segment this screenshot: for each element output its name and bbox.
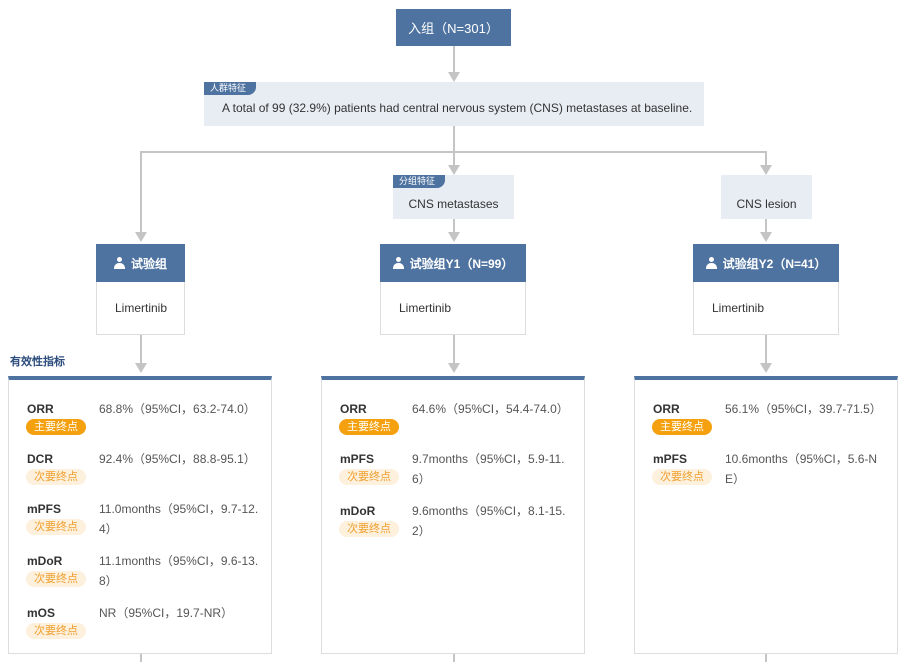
enrollment-box: 入组（N=301） [396, 9, 511, 46]
metric-value-line2: 4） [99, 522, 118, 536]
connector-tail-3 [765, 654, 767, 662]
metric-name: DCR [27, 452, 53, 466]
group-header-3: 试验组Y2（N=41） [693, 244, 839, 282]
subgroup-label: CNS metastases [408, 197, 499, 211]
metric-value: 64.6%（95%CI，54.4-74.0） [412, 399, 569, 419]
metric-row-dcr: DCR 次要终点 92.4%（95%CI，88.8-95.1） [23, 452, 265, 496]
metric-value-line2: 2） [412, 524, 431, 538]
metric-name: mDoR [27, 554, 63, 568]
metric-value: 68.8%（95%CI，63.2-74.0） [99, 399, 256, 419]
metrics-list: ORR 主要终点 64.6%（95%CI，54.4-74.0） mPFS 次要终点 9.7… [336, 402, 578, 653]
metric-value-line2: E） [725, 472, 746, 486]
endpoint-badge: 次要终点 [26, 623, 86, 639]
metric-row-mos: mOS 次要终点 NR（95%CI，19.7-NR） [23, 606, 265, 650]
metric-row-orr: ORR 主要终点 68.8%（95%CI，63.2-74.0） [23, 402, 265, 446]
endpoint-badge: 次要终点 [26, 571, 86, 587]
population-text: A total of 99 (32.9%) patients had centr… [222, 101, 693, 115]
user-icon [113, 257, 125, 269]
drug-name: Limertinib [115, 301, 168, 315]
metric-row-mpfs: mPFS 次要终点 11.0months（95%CI，9.7-12. 4） [23, 502, 265, 546]
user-icon [392, 257, 404, 269]
endpoint-badge: 次要终点 [339, 521, 399, 537]
enrollment-label: 入组（N=301） [408, 21, 499, 36]
population-tag: 人群特征 [204, 82, 257, 95]
user-icon [705, 257, 717, 269]
metric-name: ORR [340, 402, 367, 416]
metrics-list: ORR 主要终点 56.1%（95%CI，39.7-71.5） mPFS 次要终点 10.… [649, 402, 891, 653]
subgroup-box-cns-lesion: CNS lesion [721, 175, 812, 219]
drug-name: Limertinib [712, 301, 765, 315]
endpoint-badge: 主要终点 [652, 419, 712, 435]
endpoint-badge: 次要终点 [339, 469, 399, 485]
metric-value: 11.1months（95%CI，9.6-13. 8） [99, 551, 258, 591]
subgroup-label: CNS lesion [736, 197, 797, 211]
endpoint-badge: 次要终点 [26, 469, 86, 485]
group-header-1: 试验组 [96, 244, 185, 282]
group-header-2: 试验组Y1（N=99） [380, 244, 526, 282]
metric-value-line1: 9.7months（95%CI，5.9-11. [412, 452, 565, 466]
metric-value: 9.7months（95%CI，5.9-11. 6） [412, 449, 565, 489]
metric-name: mPFS [27, 502, 62, 516]
metric-value-line1: 9.6months（95%CI，8.1-15. [412, 504, 566, 518]
metric-value-line1: 92.4%（95%CI，88.8-95.1） [99, 452, 256, 466]
metric-row-mdor: mDoR 次要终点 9.6months（95%CI，8.1-15. 2） [336, 504, 578, 548]
metric-value: 9.6months（95%CI，8.1-15. 2） [412, 501, 565, 541]
metric-value-line1: 56.1%（95%CI，39.7-71.5） [725, 402, 882, 416]
metric-value: 10.6months（95%CI，5.6-N E） [725, 449, 877, 489]
metric-value-line1: 11.0months（95%CI，9.7-12. [99, 502, 259, 516]
group-title: 试验组Y1（N=99） [409, 256, 514, 271]
metric-row-mpfs: mPFS 次要终点 10.6months（95%CI，5.6-N E） [649, 452, 891, 496]
connector-tail-2 [453, 654, 455, 662]
metric-value: 11.0months（95%CI，9.7-12. 4） [99, 499, 258, 539]
metric-row-orr: ORR 主要终点 56.1%（95%CI，39.7-71.5） [649, 402, 891, 446]
section-label: 有效性指标 [10, 356, 65, 368]
metric-value-line1: 10.6months（95%CI，5.6-N [725, 452, 878, 466]
endpoint-badge: 次要终点 [652, 469, 712, 485]
result-card-1: ORR 主要终点 68.8%（95%CI，63.2-74.0） DCR 次要终点 92.4… [8, 376, 272, 654]
drug-box-2: Limertinib [380, 282, 526, 335]
metric-value-line1: 68.8%（95%CI，63.2-74.0） [99, 402, 256, 416]
metric-row-orr: ORR 主要终点 64.6%（95%CI，54.4-74.0） [336, 402, 578, 446]
metric-value: 92.4%（95%CI，88.8-95.1） [99, 449, 256, 469]
group-title: 试验组 [130, 256, 167, 271]
metric-value-line1: NR（95%CI，19.7-NR） [99, 606, 234, 620]
population-box: 人群特征 A total of 99 (32.9%) patients had … [204, 82, 704, 126]
subgroup-tag: 分组特征 [393, 175, 446, 188]
drug-name: Limertinib [399, 301, 452, 315]
metric-name: ORR [27, 402, 54, 416]
endpoint-badge: 次要终点 [26, 519, 86, 535]
metric-value: NR（95%CI，19.7-NR） [99, 603, 233, 623]
connector-tail-1 [140, 654, 142, 662]
metric-value: 56.1%（95%CI，39.7-71.5） [725, 399, 882, 419]
metric-value-line1: 64.6%（95%CI，54.4-74.0） [412, 402, 569, 416]
metric-name: mOS [27, 606, 56, 620]
result-card-2: ORR 主要终点 64.6%（95%CI，54.4-74.0） mPFS 次要终点 9.7… [321, 376, 585, 654]
group-title: 试验组Y2（N=41） [722, 256, 827, 271]
drug-box-1: Limertinib [96, 282, 185, 335]
metric-value-line1: 11.1months（95%CI，9.6-13. [99, 554, 259, 568]
result-card-3: ORR 主要终点 56.1%（95%CI，39.7-71.5） mPFS 次要终点 10.… [634, 376, 898, 654]
metric-row-mdor: mDoR 次要终点 11.1months（95%CI，9.6-13. 8） [23, 554, 265, 598]
drug-box-3: Limertinib [693, 282, 839, 335]
endpoint-badge: 主要终点 [26, 419, 86, 435]
metric-name: mPFS [653, 452, 688, 466]
metric-row-mpfs: mPFS 次要终点 9.7months（95%CI，5.9-11. 6） [336, 452, 578, 496]
connector-horizontal [140, 151, 767, 153]
subgroup-box-cns-metastases: 分组特征 CNS metastases [393, 175, 514, 219]
endpoint-badge: 主要终点 [339, 419, 399, 435]
metric-value-line2: 6） [412, 472, 431, 486]
metric-name: ORR [653, 402, 680, 416]
metrics-list: ORR 主要终点 68.8%（95%CI，63.2-74.0） DCR 次要终点 92.4… [23, 402, 265, 653]
metric-value-line2: 8） [99, 574, 118, 588]
metric-name: mPFS [340, 452, 375, 466]
metric-name: mDoR [340, 504, 376, 518]
